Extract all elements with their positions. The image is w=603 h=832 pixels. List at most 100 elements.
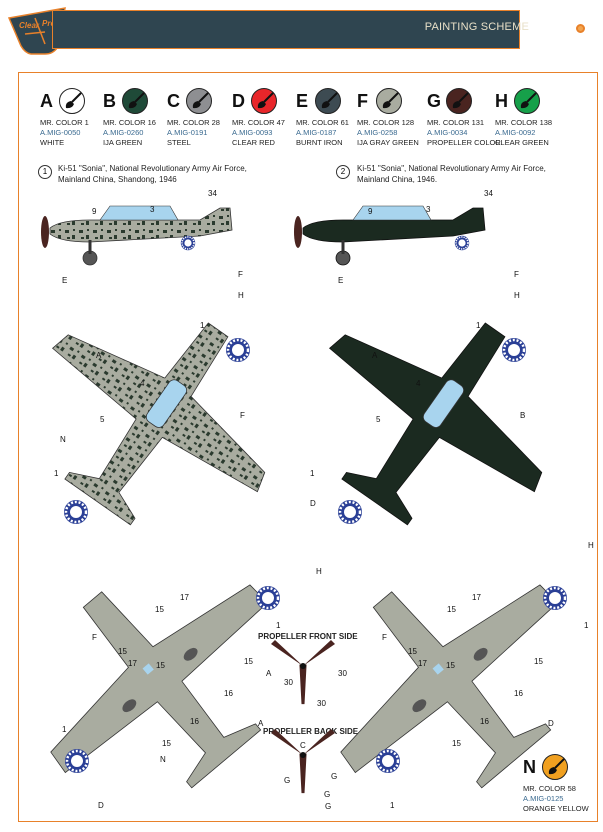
callout-label: N: [160, 755, 166, 764]
scheme-1-caption: Ki-51 "Sonia", National Revolutionary Ar…: [58, 163, 247, 185]
callout-label: 30: [284, 678, 293, 687]
propeller-front-label: PROPELLER FRONT SIDE: [258, 632, 358, 641]
callout-label: 17: [180, 593, 189, 602]
callout-label: 1: [62, 725, 67, 734]
callout-label: F: [92, 633, 97, 642]
callout-label: A: [372, 351, 378, 360]
callout-label: 1: [390, 801, 395, 810]
callout-label: 16: [514, 689, 523, 698]
callout-label: 4: [416, 379, 421, 388]
callout-label: 1: [584, 621, 589, 630]
page-title: PAINTING SCHEME: [424, 21, 529, 33]
callout-label: 15: [162, 739, 171, 748]
amig-code: A.MIG-0258: [357, 128, 398, 137]
paint-letter: A: [40, 90, 53, 111]
propeller-front: [269, 638, 337, 706]
callout-label: C: [300, 741, 306, 750]
callout-label: 15: [118, 647, 127, 656]
callout-label: 15: [534, 657, 543, 666]
paint-brush-icon: [315, 88, 341, 114]
callout-label: 15: [447, 605, 456, 614]
amig-code: A.MIG-0093: [232, 128, 273, 137]
callout-label: F: [514, 270, 519, 279]
callout-label: 1: [54, 469, 59, 478]
mr-color-code: MR. COLOR 47: [232, 118, 285, 127]
callout-label: 16: [190, 717, 199, 726]
callout-label: 1: [200, 321, 205, 330]
color-name: PROPELLER COLOR: [427, 138, 501, 147]
callout-label: A: [96, 351, 102, 360]
scheme-1-number: 1: [38, 165, 52, 179]
callout-label: 9: [368, 207, 373, 216]
callout-label: 16: [224, 689, 233, 698]
scheme-1-line1: Ki-51 "Sonia", National Revolutionary Ar…: [58, 164, 247, 173]
scheme-2-line1: Ki-51 "Sonia", National Revolutionary Ar…: [357, 164, 546, 173]
amig-code: A.MIG-0034: [427, 128, 468, 137]
callout-label: F: [238, 270, 243, 279]
header-bar: [52, 10, 520, 49]
callout-label: F: [240, 411, 245, 420]
callout-label: G: [324, 790, 330, 799]
callout-label: G: [331, 772, 337, 781]
paint-letter: C: [167, 90, 180, 111]
callout-label: 4: [140, 379, 145, 388]
mr-color-code: MR. COLOR 138: [495, 118, 553, 127]
scheme-2-line2: Mainland China, 1946.: [357, 175, 438, 184]
color-name: CLEAR GREEN: [495, 138, 549, 147]
mr-color-code: MR. COLOR 131: [427, 118, 485, 127]
scheme-2-caption: Ki-51 "Sonia", National Revolutionary Ar…: [357, 163, 546, 185]
content-frame: [18, 72, 598, 822]
callout-label: 15: [452, 739, 461, 748]
callout-label: H: [238, 291, 244, 300]
paint-brush-icon: [59, 88, 85, 114]
amig-code: A.MIG-0260: [103, 128, 144, 137]
callout-label: D: [548, 719, 554, 728]
amig-code: A.MIG-0050: [40, 128, 81, 137]
side-view-2: [301, 204, 487, 267]
propeller-back-label: PROPELLER BACK SIDE: [263, 727, 359, 736]
callout-label: 15: [446, 661, 455, 670]
callout-label: 15: [155, 605, 164, 614]
color-name: STEEL: [167, 138, 191, 147]
scheme-2-number: 2: [336, 165, 350, 179]
callout-label: E: [62, 276, 67, 285]
paint-letter: F: [357, 90, 368, 111]
callout-label: E: [338, 276, 343, 285]
paint-letter: G: [427, 90, 442, 111]
paint-letter: D: [232, 90, 245, 111]
callout-label: 34: [208, 189, 217, 198]
callout-label: A: [266, 669, 272, 678]
color-name: IJA GREEN: [103, 138, 143, 147]
callout-label: H: [514, 291, 520, 300]
color-name: IJA GRAY GREEN: [357, 138, 419, 147]
top-view-1: [0, 257, 321, 575]
callout-label: A: [258, 719, 264, 728]
callout-label: G: [325, 802, 331, 811]
amig-code: A.MIG-0092: [495, 128, 536, 137]
callout-label: 17: [128, 659, 137, 668]
mr-color-code: MR. COLOR 128: [357, 118, 415, 127]
paint-letter: H: [495, 90, 508, 111]
svg-text:Clear: Clear: [19, 21, 40, 30]
paint-brush-icon: [446, 88, 472, 114]
callout-label: 5: [376, 415, 381, 424]
callout-label: 34: [484, 189, 493, 198]
propeller-back: [269, 727, 337, 795]
mr-color-code: MR. COLOR 61: [296, 118, 349, 127]
color-name: WHITE: [40, 138, 65, 147]
paint-letter: E: [296, 90, 309, 111]
callout-label: 15: [408, 647, 417, 656]
callout-label: D: [310, 499, 316, 508]
mr-color-code: MR. COLOR 16: [103, 118, 156, 127]
side-view-1: [48, 204, 234, 267]
paint-brush-icon: [542, 754, 568, 780]
